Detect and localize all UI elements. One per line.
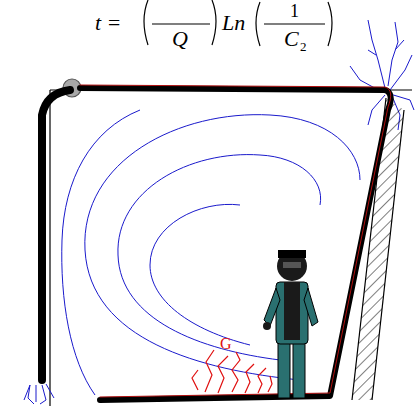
formula-symbol: t = bbox=[95, 12, 121, 34]
fire-flames bbox=[192, 350, 272, 393]
firefighter bbox=[263, 250, 318, 398]
formula-symbol: C bbox=[284, 28, 299, 50]
formula-symbol: Ln bbox=[222, 12, 245, 34]
water-outlet bbox=[24, 384, 54, 404]
formula-symbol: Q bbox=[172, 28, 188, 50]
formula-symbol: 2 bbox=[300, 40, 307, 53]
hose bbox=[42, 85, 391, 400]
gas-label: G bbox=[220, 336, 232, 352]
formula-symbol: 1 bbox=[290, 2, 299, 20]
water-splash bbox=[350, 20, 414, 130]
air-flow-lines bbox=[62, 110, 360, 395]
